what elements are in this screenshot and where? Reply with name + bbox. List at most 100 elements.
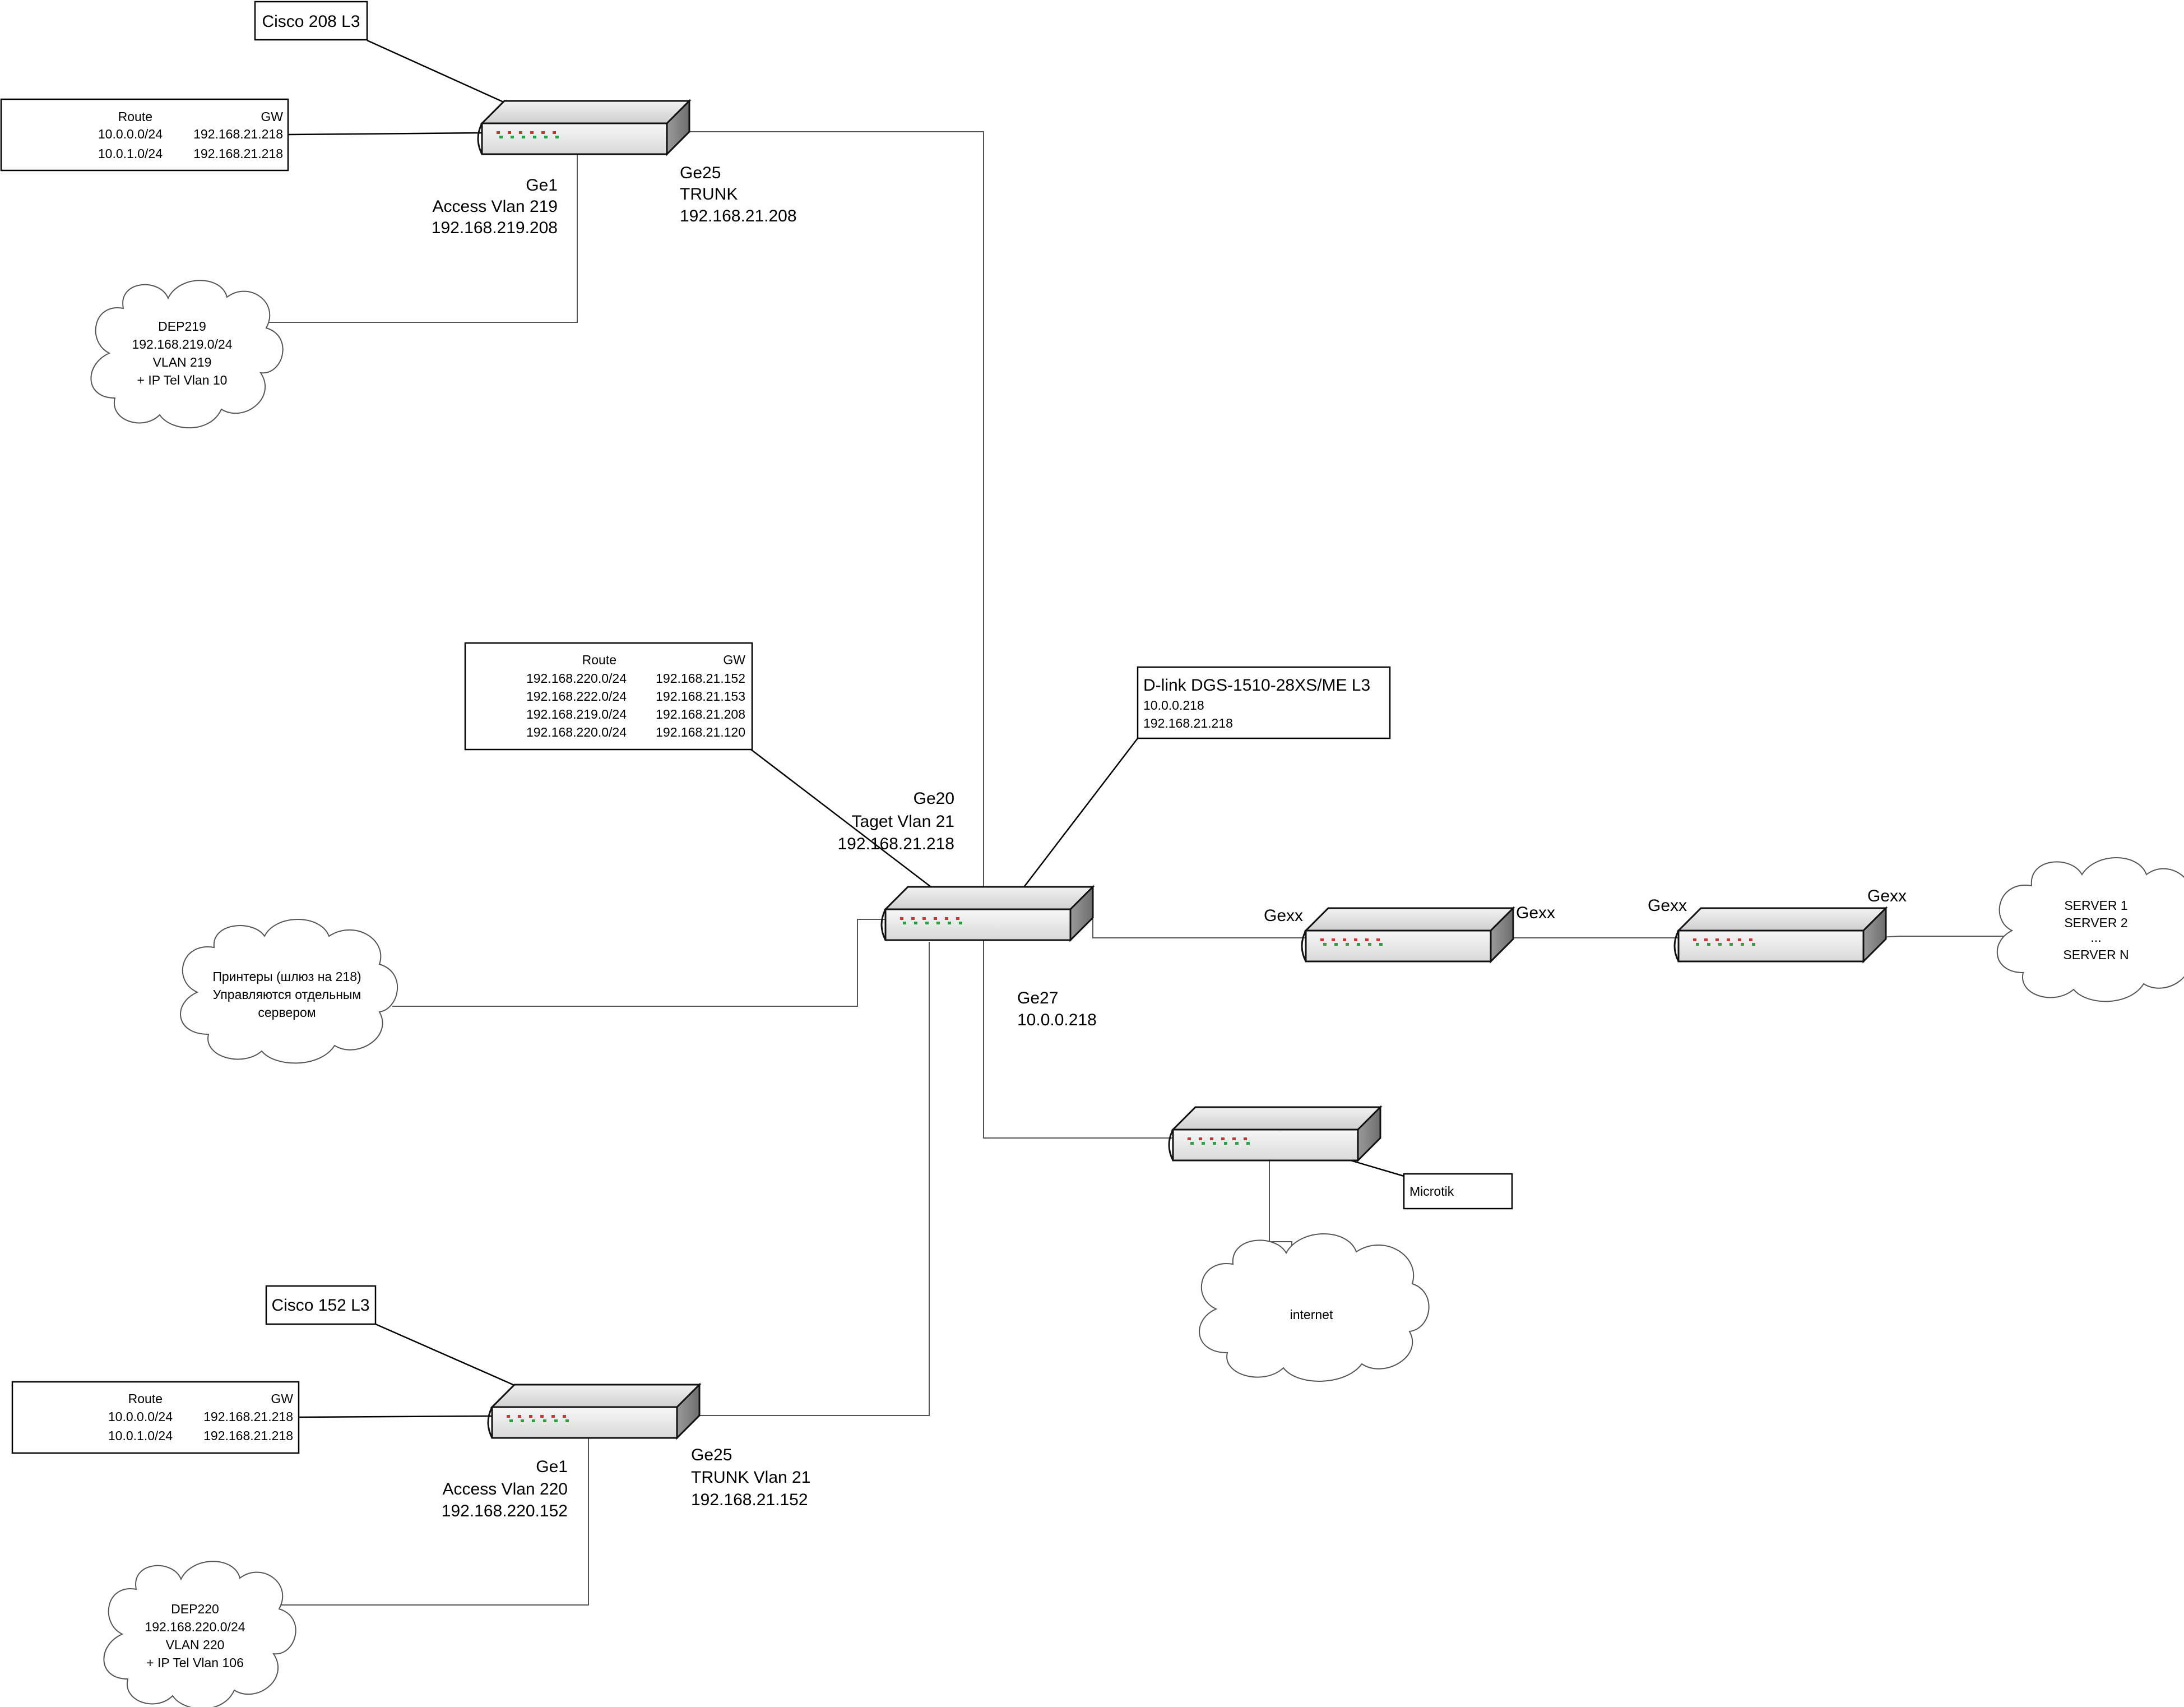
- cisco208-ge1-label: Ge1 Access Vlan 219 192.168.219.208: [432, 176, 558, 237]
- printers-line: сервером: [258, 1005, 316, 1020]
- cloud-shape: [1199, 1233, 1430, 1382]
- port-led-green: [1741, 943, 1744, 946]
- gw-cell: 192.168.21.120: [656, 725, 745, 739]
- link-title208-switch: [367, 39, 508, 105]
- port-led-green: [499, 136, 503, 138]
- port-mode: Taget Vlan 21: [852, 812, 954, 831]
- port-mode: Access Vlan 219: [433, 197, 558, 216]
- switch-side: [1490, 906, 1514, 964]
- port-led-green: [565, 1419, 569, 1422]
- cisco152-switch[interactable]: [487, 1382, 702, 1440]
- port-name: Ge27: [1017, 989, 1058, 1007]
- port-led-green: [1346, 943, 1349, 946]
- link-chain2-servers: [1868, 936, 2012, 938]
- switch-front: [1305, 929, 1492, 963]
- route-cell: 192.168.220.0/24: [526, 671, 627, 686]
- dlink-ip-line: 192.168.21.218: [1143, 716, 1233, 730]
- dlink-ip-line: 10.0.0.218: [1143, 698, 1204, 713]
- port-led-red: [934, 917, 937, 920]
- core-dlink-switch[interactable]: [880, 885, 1095, 942]
- link-cisco208-dep219: [263, 135, 578, 323]
- switch-front: [491, 1406, 678, 1439]
- port-led-green: [1224, 1142, 1227, 1145]
- cisco152-ge25-label: Ge25 TRUNK Vlan 21 192.168.21.152: [691, 1446, 810, 1509]
- port-led-red: [956, 917, 959, 920]
- cisco152-ge1-label: Ge1 Access Vlan 220 192.168.220.152: [442, 1458, 568, 1520]
- port-ip: 192.168.21.208: [680, 207, 797, 225]
- port-led-red: [541, 131, 545, 134]
- port-led-green: [1235, 1142, 1239, 1145]
- dep219-line: VLAN 219: [153, 355, 212, 369]
- gexx-label: Gexx: [1516, 904, 1555, 922]
- microtik-box: Microtik: [1403, 1173, 1513, 1210]
- port-led-red: [1343, 938, 1346, 941]
- port-led-red: [1715, 938, 1719, 941]
- dep219-cloud: DEP219 192.168.219.0/24 VLAN 219 + IP Te…: [90, 280, 284, 429]
- server-line: SERVER 1: [2064, 898, 2127, 913]
- route-cell: 10.0.1.0/24: [108, 1428, 173, 1443]
- dep219-line: DEP219: [158, 319, 206, 334]
- port-ip: 192.168.219.208: [432, 219, 558, 237]
- switch-side: [666, 99, 690, 156]
- port-led-red: [1332, 938, 1335, 941]
- switch-cap: [1301, 930, 1307, 962]
- dep219-line: 192.168.219.0/24: [132, 337, 232, 351]
- dep220-line: 192.168.220.0/24: [145, 1620, 245, 1634]
- core-ge20-label: Ge20 Taget Vlan 21 192.168.21.218: [837, 789, 954, 853]
- cisco208-switch[interactable]: [477, 99, 692, 156]
- gw-cell: 192.168.21.218: [203, 1409, 293, 1424]
- port-led-red: [553, 131, 556, 134]
- switch-front: [1172, 1128, 1359, 1162]
- port-led-green: [936, 922, 940, 924]
- port-led-red: [922, 917, 926, 920]
- dep219-line: + IP Tel Vlan 10: [137, 373, 228, 387]
- port-led-green: [1696, 943, 1699, 946]
- switch-cap: [487, 1407, 493, 1438]
- link-cisco152-dep220: [279, 1417, 589, 1606]
- route-cell: 10.0.0.0/24: [98, 127, 163, 141]
- port-led-red: [563, 1415, 566, 1418]
- server-line: SERVER 2: [2064, 915, 2127, 930]
- microtik-switch[interactable]: [1168, 1105, 1383, 1163]
- microtik-label: Microtik: [1409, 1184, 1454, 1199]
- gw-header: GW: [723, 653, 745, 667]
- cisco208-route-table: Route GW 10.0.0.0/24 192.168.21.218 10.0…: [0, 98, 289, 172]
- route-header: Route: [128, 1391, 163, 1406]
- gw-cell: 192.168.21.218: [203, 1428, 293, 1443]
- dep220-cloud: DEP220 192.168.220.0/24 VLAN 220 + IP Te…: [103, 1561, 296, 1707]
- port-ip: 10.0.0.218: [1017, 1011, 1097, 1029]
- port-led-green: [522, 136, 525, 138]
- port-led-red: [519, 131, 522, 134]
- port-led-red: [1244, 1137, 1247, 1140]
- port-led-green: [948, 922, 951, 924]
- switch-cap: [1168, 1129, 1174, 1161]
- port-name: Ge1: [536, 1458, 568, 1476]
- port-led-green: [1729, 943, 1733, 946]
- chain-switch-1[interactable]: [1301, 906, 1515, 964]
- route-header: Route: [118, 109, 152, 124]
- port-led-red: [1738, 938, 1741, 941]
- dep220-line: DEP220: [171, 1602, 219, 1616]
- servers-cloud: SERVER 1 SERVER 2 ... SERVER N: [1996, 857, 2184, 1002]
- port-led-red: [1376, 938, 1380, 941]
- port-led-green: [511, 136, 514, 138]
- port-led-green: [1202, 1142, 1205, 1145]
- internet-cloud: internet: [1199, 1233, 1430, 1382]
- port-led-red: [1749, 938, 1752, 941]
- chain-switch-2[interactable]: [1673, 906, 1888, 964]
- dep220-line: VLAN 220: [166, 1637, 225, 1652]
- port-led-green: [1357, 943, 1360, 946]
- port-led-red: [911, 917, 915, 920]
- port-led-red: [518, 1415, 521, 1418]
- switch-top: [1171, 1106, 1383, 1131]
- port-led-red: [900, 917, 903, 920]
- port-led-red: [1210, 1137, 1213, 1140]
- cisco208-title: Cisco 208 L3: [262, 12, 360, 31]
- port-led-red: [1354, 938, 1357, 941]
- gw-cell: 192.168.21.218: [193, 127, 283, 141]
- port-led-red: [1704, 938, 1708, 941]
- connection-lines: [263, 39, 2012, 1606]
- dep220-line: + IP Tel Vlan 106: [146, 1655, 244, 1670]
- switch-top: [1676, 907, 1888, 932]
